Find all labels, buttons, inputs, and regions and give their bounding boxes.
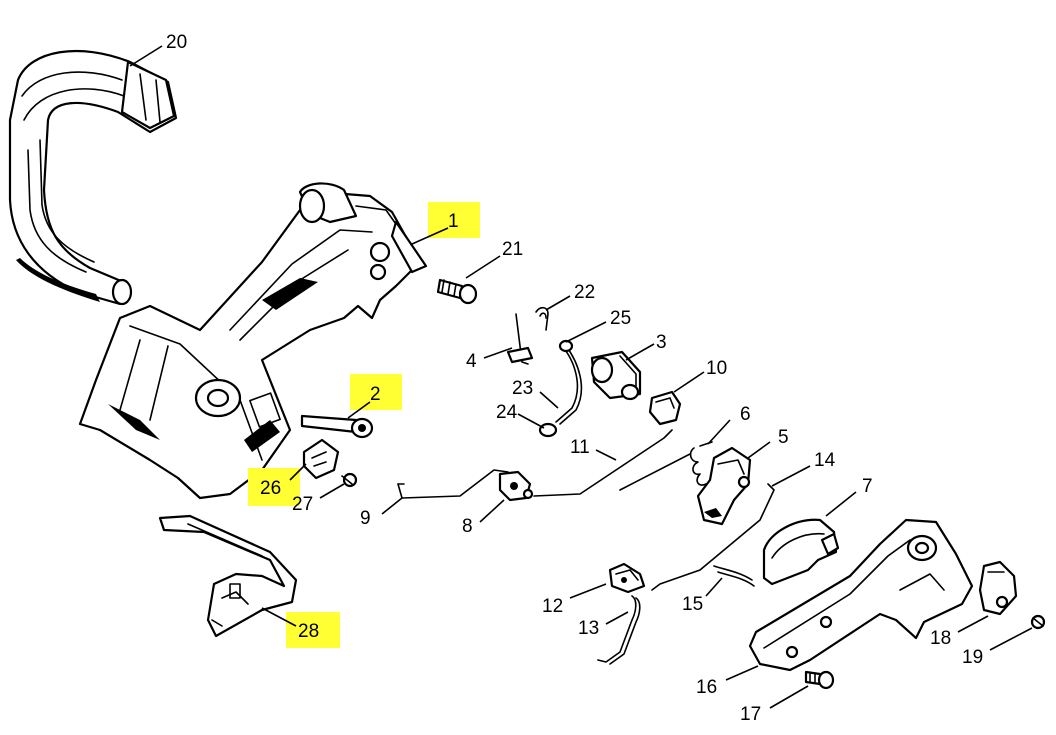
callout-24: 24 bbox=[496, 402, 518, 423]
part-18-catch bbox=[978, 560, 1018, 616]
part-2-bolt bbox=[300, 414, 374, 439]
callout-15: 15 bbox=[682, 594, 703, 615]
part-5-trigger bbox=[696, 446, 752, 526]
part-9-rod bbox=[397, 469, 509, 499]
part-20-handle-bar bbox=[8, 50, 178, 306]
part-15-spring bbox=[713, 565, 755, 587]
part-16-handle-cover bbox=[748, 518, 974, 672]
callout-12: 12 bbox=[542, 596, 563, 617]
part-8-lever bbox=[498, 470, 534, 502]
highlight-26 bbox=[248, 468, 300, 506]
part-1-handle-housing bbox=[78, 182, 428, 500]
callout-5: 5 bbox=[778, 427, 789, 448]
part-19-screw bbox=[1030, 614, 1046, 630]
callout-11: 11 bbox=[570, 437, 590, 458]
part-25-cable bbox=[555, 339, 583, 425]
highlight-2 bbox=[350, 374, 402, 410]
part-24-cable-end bbox=[538, 422, 558, 438]
callout-26: 26 bbox=[260, 478, 281, 499]
callout-7: 7 bbox=[862, 476, 873, 497]
callout-28: 28 bbox=[298, 621, 319, 642]
callout-3: 3 bbox=[656, 332, 667, 353]
callout-19: 19 bbox=[962, 647, 983, 668]
part-17-screw bbox=[804, 670, 835, 690]
part-10-bushing bbox=[648, 390, 682, 426]
callout-18: 18 bbox=[930, 628, 951, 649]
highlight-1 bbox=[428, 202, 480, 238]
part-4-rod bbox=[506, 313, 534, 365]
callout-14: 14 bbox=[814, 450, 836, 471]
callout-2: 2 bbox=[370, 384, 381, 405]
callout-20: 20 bbox=[166, 32, 187, 53]
callout-17: 17 bbox=[740, 704, 761, 725]
callout-4: 4 bbox=[466, 351, 477, 372]
callout-16: 16 bbox=[696, 677, 717, 698]
part-13-wire bbox=[597, 595, 641, 665]
callout-25: 25 bbox=[610, 308, 631, 329]
callout-8: 8 bbox=[462, 516, 473, 537]
part-28-cover bbox=[158, 514, 298, 638]
part-26-clip bbox=[302, 438, 340, 480]
highlight-boxes bbox=[248, 202, 480, 648]
part-6-spring bbox=[689, 441, 713, 486]
part-14-rod bbox=[651, 483, 775, 591]
part-27-screw bbox=[341, 472, 358, 488]
highlight-28 bbox=[286, 612, 340, 648]
callout-labels: 20 1 21 22 25 4 3 10 23 24 2 6 11 5 14 7… bbox=[166, 32, 983, 725]
callout-27: 27 bbox=[292, 494, 313, 515]
part-7-lockout-lever bbox=[762, 518, 840, 586]
callout-1: 1 bbox=[448, 211, 459, 232]
part-3-switch bbox=[590, 350, 642, 401]
callout-13: 13 bbox=[578, 618, 599, 639]
callout-6: 6 bbox=[740, 404, 751, 425]
part-22-spring-clip bbox=[535, 306, 549, 331]
leader-lines bbox=[129, 45, 1033, 709]
part-21-screw bbox=[436, 278, 478, 305]
callout-9: 9 bbox=[360, 508, 371, 529]
callout-10: 10 bbox=[706, 358, 727, 379]
callout-22: 22 bbox=[574, 282, 595, 303]
part-12-bracket bbox=[608, 562, 646, 594]
callout-21: 21 bbox=[502, 239, 523, 260]
callout-23: 23 bbox=[512, 378, 533, 399]
part-11-rod bbox=[533, 429, 691, 497]
